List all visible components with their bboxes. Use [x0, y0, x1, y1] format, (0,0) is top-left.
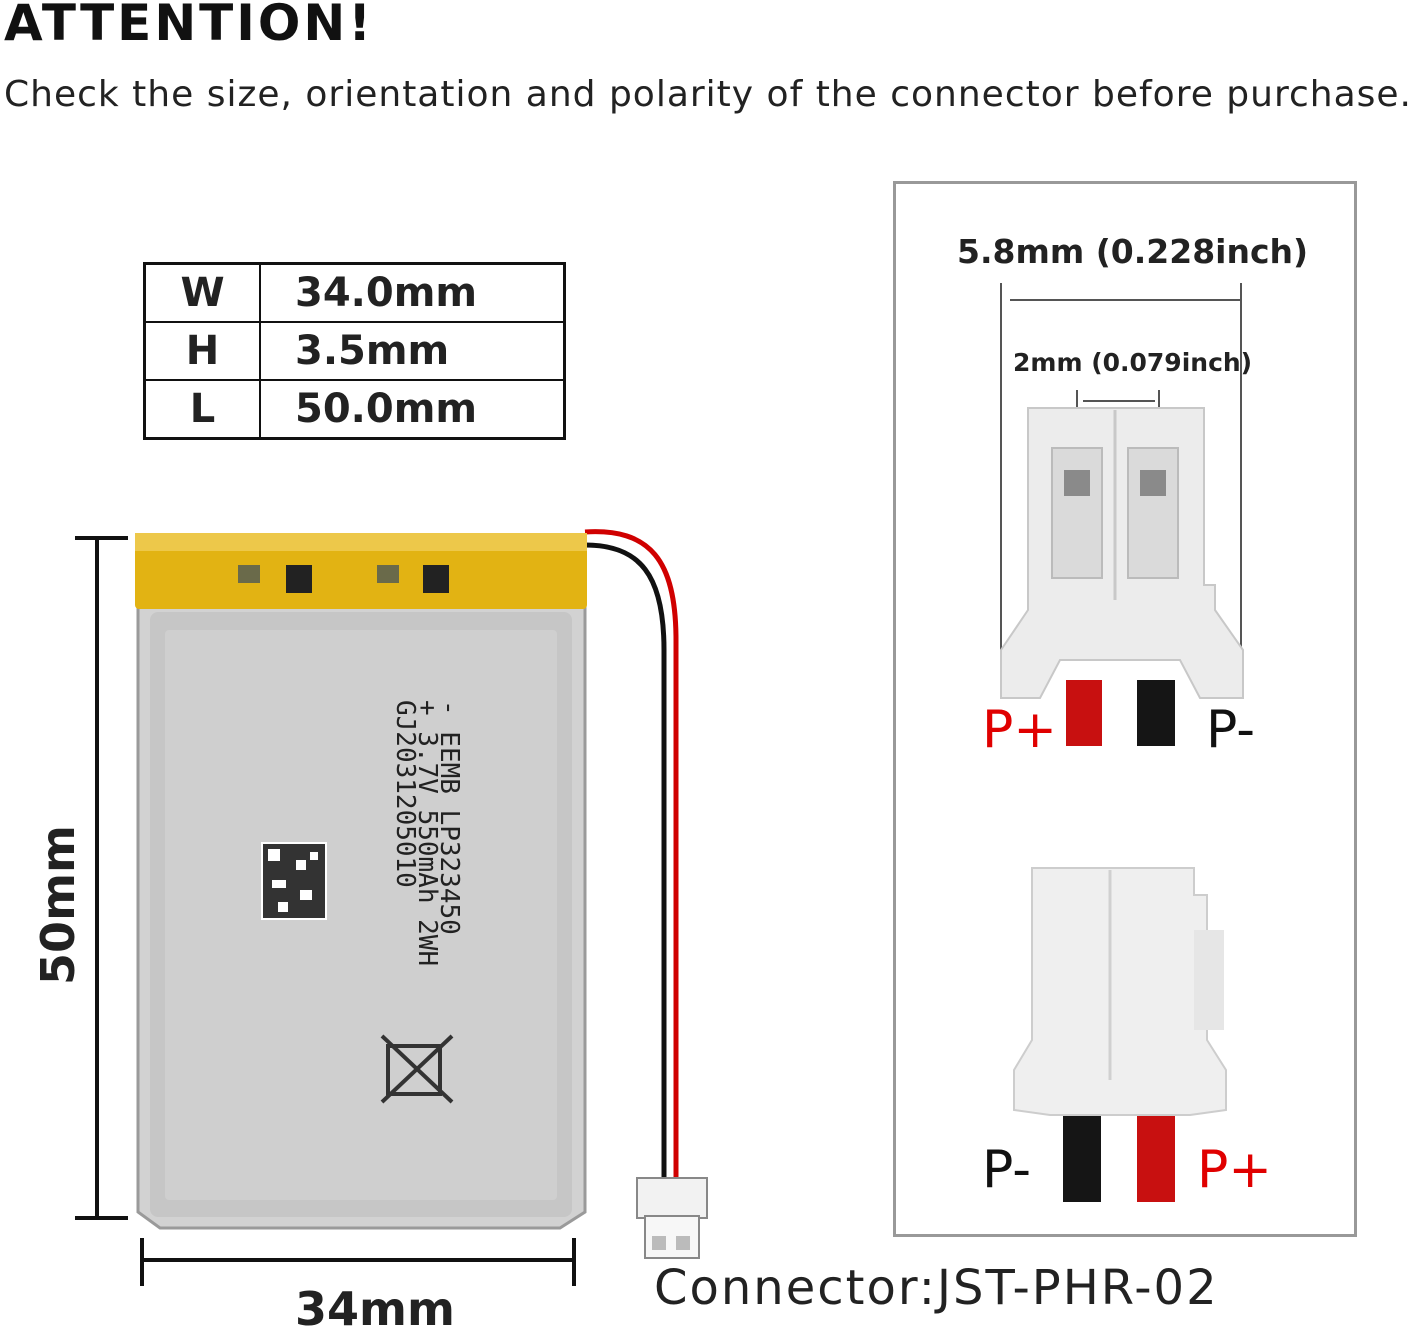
attention-heading: ATTENTION!: [4, 0, 375, 52]
dimension-value: 34.0mm: [259, 262, 566, 323]
dimension-key: H: [143, 321, 261, 381]
table-row: W 34.0mm: [143, 262, 566, 323]
battery-tape: [135, 533, 587, 609]
dimension-key: L: [143, 379, 261, 440]
connector-top-view: [1000, 407, 1244, 746]
dimension-key: W: [143, 262, 261, 323]
connector-detail-box: [893, 181, 1357, 1237]
height-dimension-line: [75, 536, 128, 1220]
dimension-value: 50.0mm: [259, 379, 566, 440]
top-right-polarity-label: P-: [1206, 700, 1255, 760]
battery-body: [136, 546, 587, 1230]
bottom-left-polarity-label: P-: [982, 1140, 1031, 1200]
table-row: H 3.5mm: [143, 321, 566, 381]
width-dimension-label: 34mm: [295, 1282, 455, 1336]
outer-width-label: 5.8mm (0.228inch): [957, 232, 1309, 271]
connector-bottom-view: [1013, 867, 1227, 1202]
qr-code-icon: [261, 842, 327, 920]
red-wire: [584, 529, 679, 1180]
dimension-value: 3.5mm: [259, 321, 566, 381]
table-row: L 50.0mm: [143, 379, 566, 440]
attention-subheading: Check the size, orientation and polarity…: [4, 74, 1412, 115]
dimensions-table: W 34.0mm H 3.5mm L 50.0mm: [143, 262, 566, 440]
outer-width-dimension-line: [1000, 283, 1242, 655]
crossed-bin-icon: [380, 1034, 454, 1104]
width-dimension-line: [140, 1238, 576, 1286]
small-connector: [636, 1177, 708, 1259]
pitch-label: 2mm (0.079inch): [1013, 348, 1253, 377]
top-left-polarity-label: P+: [982, 700, 1057, 760]
bottom-right-polarity-label: P+: [1197, 1140, 1272, 1200]
black-wire: [584, 542, 667, 1180]
connector-name: Connector:JST-PHR-02: [654, 1260, 1219, 1316]
